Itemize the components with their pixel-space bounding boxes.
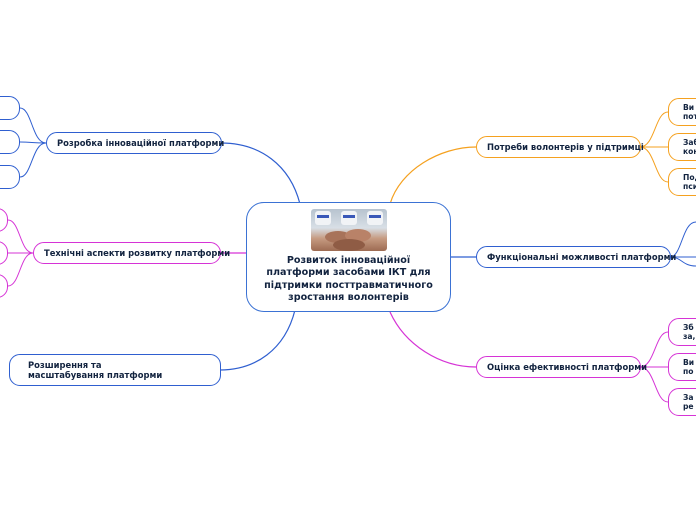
branch-scaling[interactable]: Розширення та масштабування платформи: [9, 354, 221, 386]
link-right3-leaf1: [639, 331, 669, 368]
leaf-text: пси: [683, 182, 696, 191]
link-left1-leaf1: [19, 107, 47, 144]
link-right1-leaf1: [639, 111, 669, 148]
leaf-left1-2[interactable]: [0, 130, 20, 154]
branch-effectiveness[interactable]: Оцінка ефективності платформи: [476, 356, 647, 378]
leaf-text: Под: [683, 172, 696, 182]
link-root-right-3: [389, 311, 477, 368]
link-right1-leaf3: [639, 146, 669, 183]
link-left1-leaf2: [19, 141, 47, 144]
leaf-text: ре: [683, 402, 694, 411]
link-root-left-3: [219, 309, 296, 371]
branch-functionality[interactable]: Функціональні можливості платформи: [476, 246, 676, 268]
leaf-text: пот: [683, 112, 696, 121]
branch-label: Оцінка ефективності платформи: [487, 361, 647, 372]
link-root-right-1: [389, 146, 477, 205]
link-right2-leaf1: [669, 221, 696, 258]
leaf-text: Ви: [683, 357, 695, 367]
branch-label: Технічні аспекти розвитку платформи: [44, 247, 231, 258]
volunteers-hands-photo: [310, 209, 387, 251]
leaf-left1-1[interactable]: [0, 96, 20, 120]
root-node[interactable]: Розвиток інноваційної платформи засобами…: [246, 202, 451, 312]
branch-platform-development[interactable]: Розробка інноваційної платформи: [46, 132, 225, 154]
branch-label: Розробка інноваційної платформи: [57, 137, 225, 148]
leaf-left1-3[interactable]: [0, 165, 20, 189]
branch-label: Розширення та масштабування платформи: [28, 359, 163, 381]
leaf-text: по: [683, 367, 694, 376]
leaf-text: За: [683, 392, 694, 402]
link-right3-leaf3: [639, 366, 669, 403]
leaf-text: Заб: [683, 137, 696, 147]
leaf-text: за,: [683, 332, 696, 341]
link-left2-leaf1: [7, 219, 34, 254]
leaf-needs-3[interactable]: Подпси: [668, 168, 696, 196]
root-title: Розвиток інноваційної платформи засобами…: [264, 255, 433, 304]
branch-label: Функціональні можливості платформи: [487, 251, 677, 262]
branch-technical-aspects[interactable]: Технічні аспекти розвитку платформи: [33, 242, 230, 264]
leaf-text: Ви: [683, 102, 695, 112]
branch-volunteer-needs[interactable]: Потреби волонтерів у підтримці: [476, 136, 644, 158]
branch-label: Потреби волонтерів у підтримці: [487, 141, 644, 152]
link-left1-leaf3: [19, 142, 47, 178]
link-root-left-1: [220, 142, 301, 205]
leaf-text: Зб: [683, 322, 694, 332]
leaf-needs-2[interactable]: Забкон: [668, 133, 696, 161]
leaf-text: кон: [683, 147, 696, 156]
link-left2-leaf3: [7, 252, 34, 287]
link-right2-leaf3: [669, 256, 696, 267]
